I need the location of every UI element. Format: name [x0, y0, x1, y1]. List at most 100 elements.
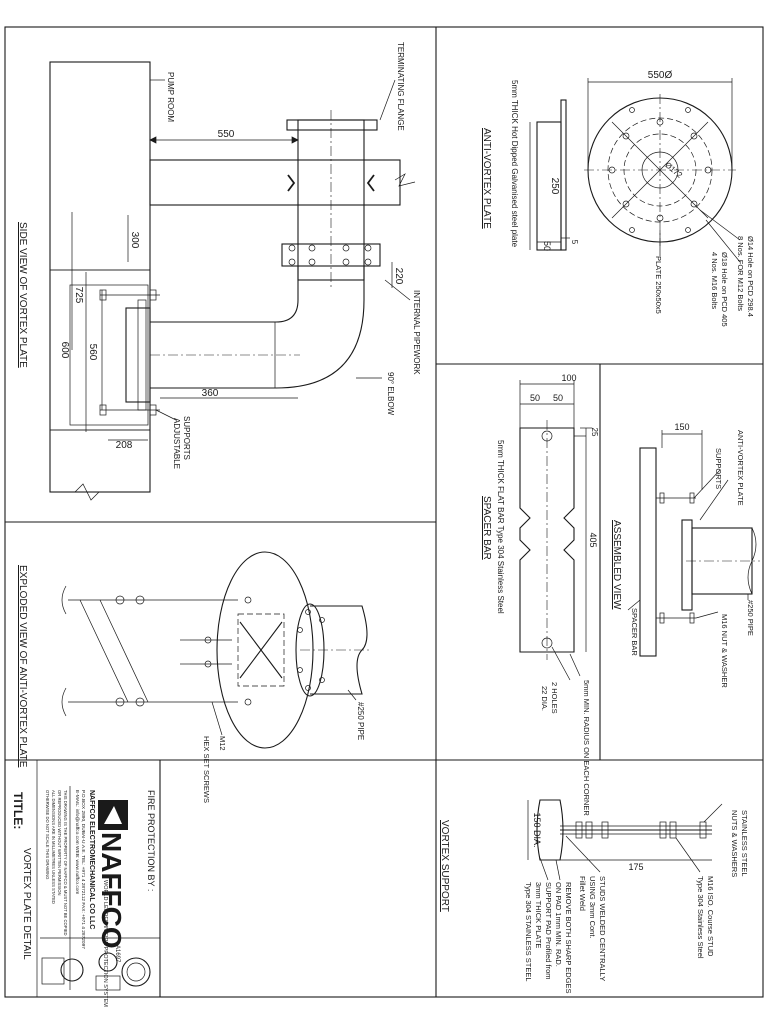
assembled-plate [681, 519, 693, 611]
title-vortex-support: VORTEX SUPPORT [439, 820, 450, 912]
side-dimensions [71, 136, 393, 441]
dim-550-dia: 550Ø [648, 70, 673, 81]
plate-note: 5mm THICK Hot Dipped Galvanised steel pl… [510, 80, 519, 248]
assembled-label-plate: ANTI-VORTEX PLATE [736, 430, 745, 506]
assembled-studs [627, 430, 749, 624]
vortex-support-panel: 150 DIA. 175 STAINLESS STEEL NUTS & WASH… [439, 799, 749, 994]
label-supports: SUPPORTS [182, 416, 191, 460]
support-callout-8: ON PAD 1mm MIN. RAD. [554, 882, 563, 967]
exploded-label-m12: M12 [218, 736, 227, 751]
fine-print-1: OR REPRODUCED WITHOUT WRITTEN PERMISSION [57, 790, 62, 896]
exploded-flange-bolts [297, 609, 325, 691]
elbow-inner [150, 266, 299, 323]
concrete-wall [49, 61, 151, 493]
dim-150: 150 [674, 422, 689, 432]
title-spacer-bar: SPACER BAR [481, 496, 492, 560]
title-side-view: SIDE VIEW OF VORTEX PLATE [17, 222, 28, 368]
support-callout-5: USING 3mm Cont. [588, 876, 597, 939]
sheet-frame [4, 26, 764, 998]
spacer-bar-panel: 100 50 50 25 405 5mm MIN. RADIUS ON EACH… [481, 373, 599, 816]
fire-protection-by: FIRE PROTECTION BY : [146, 790, 156, 891]
fine-print-2: ALL DIMENSIONS ARE IN MILLIMETRES UNLESS… [51, 790, 56, 904]
title-block: FIRE PROTECTION BY : NAFFCO WORLD LEADER… [11, 786, 160, 1007]
label-pump-room: PUMP ROOM [166, 72, 175, 122]
dim-560: 560 [87, 344, 98, 361]
dim-405: 405 [588, 532, 598, 547]
support-callout-4: STUDS WELDED CENTRALLY [598, 876, 607, 981]
dim-50-right: 50 [553, 393, 563, 403]
dim-100: 100 [561, 373, 576, 383]
dim-300: 300 [129, 232, 140, 249]
assembled-label-pipe: #250 PIPE [746, 600, 755, 636]
dim-50-left: 50 [530, 393, 540, 403]
dim-175: 175 [628, 862, 643, 872]
spacer-note: 5mm THICK FLAT BAR Type 304 Stainless St… [496, 440, 505, 614]
plate-holes [608, 107, 712, 233]
dim-150-dia: 150 DIA. [532, 812, 542, 847]
plate-callout-0: Ø14 Hole on PCD 298.4 [746, 236, 755, 317]
cert-badge-seal-icon [60, 958, 84, 982]
assembled-wall [639, 447, 657, 657]
assembled-label-supports: SUPPORTS [714, 448, 723, 489]
side-view-panel: 550 300 725 600 560 360 208 220 PUMP ROO… [17, 42, 421, 501]
support-callout-0: STAINLESS STEEL [740, 810, 749, 877]
plate-callout-1: 8 Nos. FOR M12 Bolts [736, 236, 745, 311]
dim-208: 208 [116, 440, 133, 451]
naffco-tagline: WORLD LEADER IN FIRE PROTECTION SYSTEM [102, 880, 108, 1007]
plate-callout-2: Ø18 Hole on PCD 405 [720, 252, 729, 327]
spacer-callout-1: 2 HOLES [550, 682, 559, 714]
support-callout-2: M16 ISO. Course STUD [706, 876, 715, 957]
company-address: P.O.BOX 2890, DUBAI-U.A.E. TEL: +971 4 2… [80, 790, 86, 949]
support-callout-6: Fillet Weld [578, 876, 587, 911]
cert-badge-ul-icon [121, 957, 151, 987]
dim-725: 725 [73, 287, 84, 304]
dim-550: 550 [218, 129, 235, 140]
dim-600: 600 [59, 342, 70, 359]
support-nuts [575, 821, 707, 839]
badge-code: A1697 [114, 945, 120, 963]
title-assembled-view: ASSEMBLED VIEW [611, 520, 622, 610]
dim-5: 5 [570, 240, 579, 245]
label-terminating-flange: TERMINATING FLANGE [396, 42, 405, 131]
exploded-label-hex: HEX SET SCREWS [202, 736, 211, 803]
anti-vortex-plate-panel: 550Ø 250 50 5 Ø172 Ø14 Hole on PCD 298.4… [481, 70, 755, 327]
label-adjustable: ADJUSTABLE [172, 418, 181, 469]
support-callout-9: SUPPORT PAD Profiled from [544, 882, 553, 980]
fine-print-3: OTHERWISE DO NOT SCALE THIS DRAWING [45, 790, 50, 879]
naffco-brand: NAFFCO [96, 832, 127, 949]
center-dia-label: Ø172 [663, 160, 684, 180]
support-callout-11: Type 304 STAINLESS STEEL [524, 882, 533, 982]
exploded-label-pipe: #250 PIPE [356, 702, 365, 740]
assembled-label-spacer: SPACER BAR [630, 608, 639, 656]
title-anti-vortex-plate: ANTI-VORTEX PLATE [481, 128, 492, 229]
terminating-flange [286, 119, 378, 131]
support-callout-3: Type 304 Stainless Steel [696, 876, 705, 959]
support-studs [99, 289, 160, 416]
support-callout-1: NUTS & WASHERS [730, 810, 739, 877]
label-elbow: 90° ELBOW [386, 372, 395, 416]
cert-badge-iso-icon [98, 952, 118, 972]
dim-220: 220 [393, 268, 404, 285]
dim-360: 360 [202, 388, 219, 399]
spacer-callout-0: 5mm MIN. RADIUS ON EACH CORNER [582, 680, 591, 816]
spacer-bar-shape [519, 427, 575, 653]
support-callout-10: 3mm THICK PLATE [534, 882, 543, 948]
exploded-plate [216, 551, 314, 749]
dim-50: 50 [542, 241, 552, 251]
spacer-callout-2: 22 DIA. [540, 686, 549, 711]
label-internal-pipework: INTERNAL PIPEWORK [412, 290, 421, 375]
plate-callout-3: 4 Nos. M16 Bolts [710, 252, 719, 309]
plate-callout-4: PLATE 250x50x5 [654, 256, 663, 314]
coupling-flange [281, 243, 381, 267]
company-email: E-MAIL: info@naffco.com WEB: www.naffco.… [74, 790, 80, 894]
exploded-studs [61, 585, 252, 736]
fine-print-0: THIS DRAWING IS THE PROPERTY OF NAFFCO &… [63, 790, 68, 936]
elbow-outer [150, 266, 365, 389]
drawing-title: VORTEX PLATE DETAIL [21, 848, 32, 960]
title-label: TITLE: [11, 792, 25, 829]
support-callout-7: REMOVE BOTH SHARP EDGES [564, 882, 573, 994]
flange-bolts [288, 244, 372, 266]
exploded-view-panel: M12 HEX SET SCREWS #250 PIPE EXPLODED VI… [17, 551, 372, 803]
title-exploded-view: EXPLODED VIEW OF ANTI-VORTEX PLATE [17, 565, 28, 768]
